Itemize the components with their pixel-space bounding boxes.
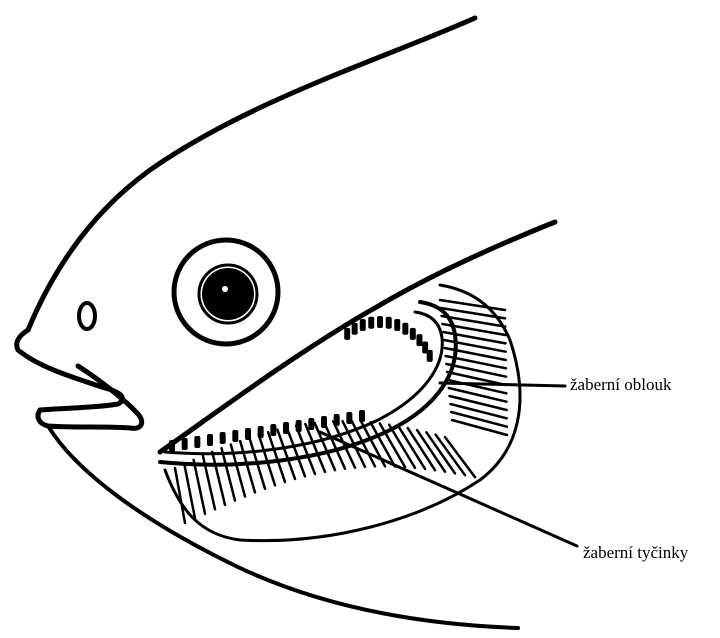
throat-outline xyxy=(48,426,518,628)
gill-filament xyxy=(450,396,507,410)
gill-raker xyxy=(386,317,392,329)
gill-raker xyxy=(296,420,302,432)
label-gill-rakers: žaberní tyčinky xyxy=(583,543,688,563)
gill-arch-inner xyxy=(165,312,442,454)
gill-filaments xyxy=(175,300,507,523)
gill-filament xyxy=(305,424,325,472)
gill-filament xyxy=(277,430,295,479)
gill-filament xyxy=(436,435,465,476)
gill-raker xyxy=(245,428,251,440)
label-gill-arch: žaberní oblouk xyxy=(570,375,672,395)
gill-raker xyxy=(360,319,366,331)
gill-raker xyxy=(402,323,408,335)
lower-lip xyxy=(38,366,142,428)
pointer-line-arch xyxy=(440,383,565,386)
gill-raker xyxy=(352,323,358,335)
gill-raker xyxy=(270,424,276,436)
gill-filament xyxy=(450,404,506,418)
gill-filament xyxy=(296,426,315,474)
operculum-edge xyxy=(160,222,555,452)
gill-filament xyxy=(445,437,475,477)
gill-raker xyxy=(344,328,350,340)
gill-raker xyxy=(182,438,188,450)
gill-filament xyxy=(451,412,507,427)
gill-raker xyxy=(394,319,400,331)
gill-raker xyxy=(207,434,213,446)
gill-raker xyxy=(194,436,200,448)
gill-arch-outer xyxy=(160,302,456,465)
gill-filament xyxy=(449,388,507,402)
gill-filament xyxy=(315,423,335,470)
gill-raker xyxy=(232,430,238,442)
upper-lip xyxy=(17,330,123,410)
gill-raker xyxy=(377,316,383,328)
gill-raker xyxy=(220,432,226,444)
gill-raker xyxy=(416,334,422,346)
gill-filament xyxy=(452,420,507,435)
gill-raker xyxy=(321,416,327,428)
pupil-highlight xyxy=(222,286,228,292)
gill-raker xyxy=(258,426,264,438)
gill-raker xyxy=(283,422,289,434)
gill-raker xyxy=(346,412,352,424)
gill-filament xyxy=(212,452,225,505)
gill-raker xyxy=(308,418,314,430)
nostril xyxy=(79,303,95,329)
gill-raker xyxy=(422,342,428,354)
gill-raker xyxy=(169,440,175,452)
gill-raker xyxy=(410,328,416,340)
gill-filament xyxy=(287,427,305,476)
gill-filament xyxy=(194,460,205,514)
gill-raker xyxy=(334,414,340,426)
pupil xyxy=(202,268,254,320)
gill-filament xyxy=(324,422,345,469)
gill-raker xyxy=(359,410,365,422)
gill-raker xyxy=(368,317,374,329)
